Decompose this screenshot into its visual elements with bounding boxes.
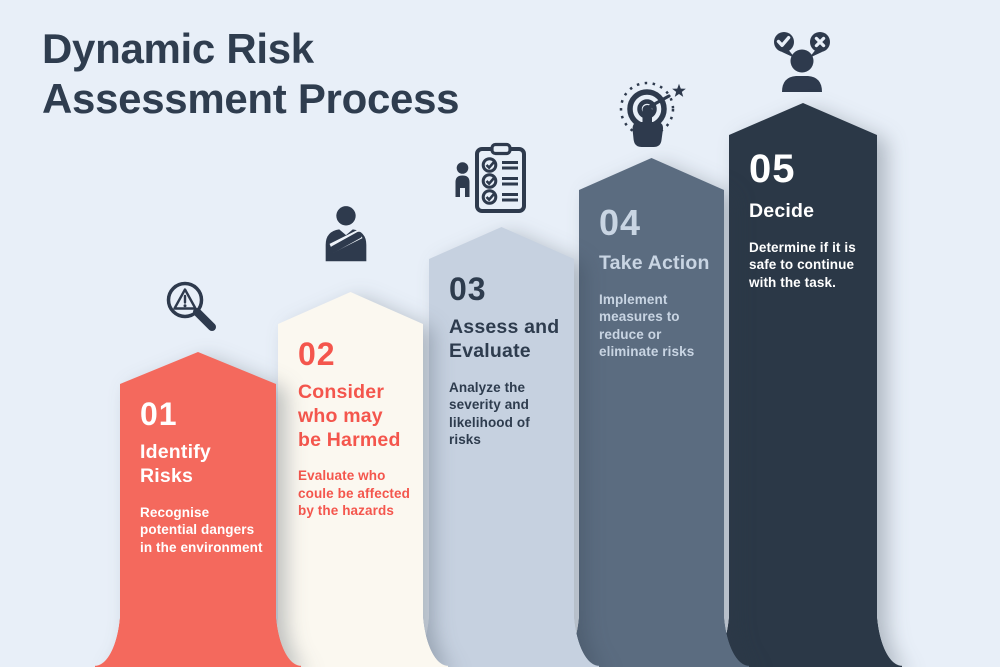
target-click-icon: [611, 79, 689, 149]
step-column-5: 05 Decide Determine if it is safe to con…: [704, 103, 902, 667]
page-title-line1: Dynamic Risk: [42, 25, 314, 72]
step-number: 03: [449, 271, 487, 307]
step-number: 05: [749, 147, 796, 191]
step-column-4: 04 Take Action Implement measures to red…: [554, 158, 749, 667]
decision-person-icon: [765, 31, 839, 93]
step-description: Determine if it is safe to continue with…: [749, 239, 856, 290]
step-column-shape: 02 Consider who may be Harmed Evaluate w…: [278, 292, 423, 667]
step-number: 01: [140, 396, 178, 432]
step-column-shape: 01 Identify Risks Recognise potential da…: [120, 352, 276, 667]
column-base-flare: [723, 605, 749, 667]
step-description: Recognise potential dangers in the envir…: [140, 504, 263, 555]
step-description: Implement measures to reduce or eliminat…: [599, 291, 695, 360]
page-title-line2: Assessment Process: [42, 74, 460, 122]
column-base-flare: [876, 605, 902, 667]
step-column-3: 03 Assess and Evaluate Analyze the sever…: [404, 227, 599, 667]
step-title: Decide: [749, 200, 815, 222]
step-description: Evaluate who coule be affected by the ha…: [298, 468, 410, 519]
column-base-flare: [275, 605, 301, 667]
checklist-clipboard-icon: [452, 141, 530, 219]
step-number: 02: [298, 336, 336, 372]
column-base-flare: [422, 605, 448, 667]
step-column-1: 01 Identify Risks Recognise potential da…: [95, 352, 301, 667]
step-column-shape: 03 Assess and Evaluate Analyze the sever…: [429, 227, 574, 667]
magnifier-warning-icon: [160, 277, 224, 341]
step-title: Consider who may be Harmed: [298, 381, 401, 451]
step-column-shape: 05 Decide Determine if it is safe to con…: [729, 103, 877, 667]
step-title: Assess and Evaluate: [449, 316, 560, 362]
step-column-shape: 04 Take Action Implement measures to red…: [579, 158, 724, 667]
injured-person-icon: [316, 204, 376, 276]
step-title: Identify Risks: [140, 441, 211, 487]
step-number: 04: [599, 202, 642, 243]
step-title: Take Action: [599, 252, 710, 274]
step-column-2: 02 Consider who may be Harmed Evaluate w…: [253, 292, 448, 667]
column-base-flare: [95, 605, 121, 667]
column-base-flare: [573, 605, 599, 667]
step-description: Analyze the severity and likelihood of r…: [449, 379, 530, 448]
